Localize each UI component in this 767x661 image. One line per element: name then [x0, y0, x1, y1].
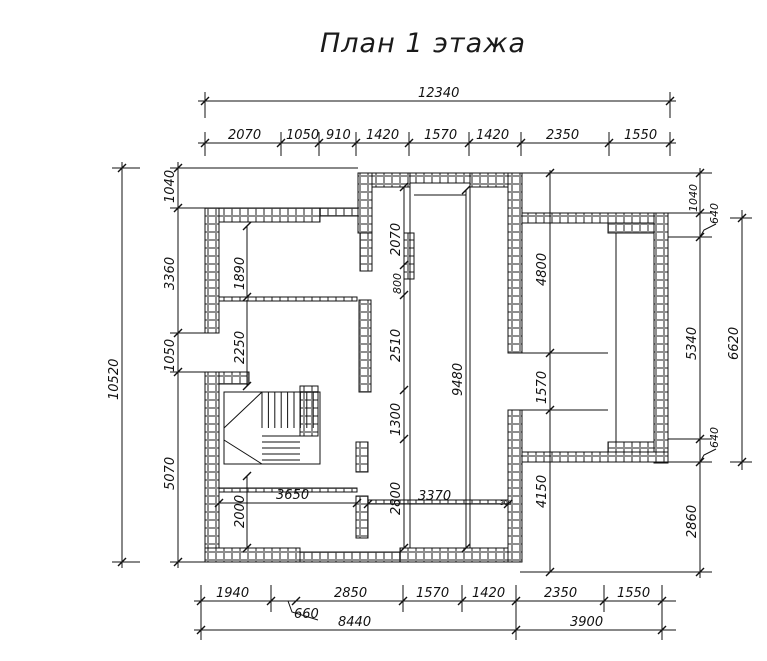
- dim-bottom-overall-2: 3900: [570, 615, 603, 630]
- dim-bottom-small: 660: [294, 607, 319, 622]
- dim-3650: 3650: [276, 488, 309, 503]
- dim-300: 300: [500, 500, 512, 507]
- dim-bottom-4: 1420: [472, 586, 505, 601]
- top-overall-dimension: 12340: [198, 86, 676, 118]
- dim-2510: 2510: [389, 329, 404, 362]
- dim-top-2: 1050: [286, 128, 319, 143]
- dim-bottom-1: 1940: [216, 586, 249, 601]
- dim-left-3: 1050: [163, 339, 178, 372]
- dim-top-1: 2070: [228, 128, 261, 143]
- interior-dimensions: 1890 2250 2000 3650 2070 800 2510 1300 2…: [214, 168, 555, 577]
- dim-top-6: 1420: [476, 128, 509, 143]
- dim-top-7: 2350: [546, 128, 579, 143]
- dim-bottom-2: 2850: [334, 586, 367, 601]
- dim-right-2: 640: [708, 203, 721, 224]
- left-chain-dimension: 1040 3360 1050 5070: [163, 162, 358, 568]
- right-chain-dimension: 1040 640 5340 640 2860: [520, 168, 721, 578]
- dim-2070: 2070: [389, 223, 404, 256]
- dim-left-overall: 10520: [107, 359, 122, 400]
- dim-9480: 9480: [451, 363, 466, 396]
- dim-4800: 4800: [535, 253, 550, 286]
- dim-2800: 2800: [389, 482, 404, 515]
- dim-top-overall: 12340: [418, 86, 459, 101]
- interior-lines: [409, 183, 617, 548]
- right-overall-dimension: 6620: [727, 210, 752, 470]
- dim-top-3: 910: [326, 128, 351, 143]
- dim-right-4: 640: [708, 427, 721, 448]
- dim-right-overall: 6620: [727, 327, 742, 360]
- dim-1570-int: 1570: [535, 371, 550, 404]
- dim-right-3: 5340: [685, 327, 700, 360]
- dim-top-8: 1550: [624, 128, 657, 143]
- dim-bottom-overall-1: 8440: [338, 615, 371, 630]
- dim-left-1: 1040: [163, 170, 178, 203]
- dim-left-4: 5070: [163, 457, 178, 490]
- bottom-overall-dimension: 8440 3900: [194, 612, 676, 640]
- staircase: [223, 391, 321, 465]
- dim-top-4: 1420: [366, 128, 399, 143]
- dim-2000: 2000: [233, 495, 248, 528]
- dim-4150: 4150: [535, 475, 550, 508]
- plan-title: План 1 этажа: [320, 28, 526, 59]
- dim-1300: 1300: [389, 403, 404, 436]
- dim-bottom-5: 2350: [544, 586, 577, 601]
- dim-top-5: 1570: [424, 128, 457, 143]
- dim-bottom-6: 1550: [617, 586, 650, 601]
- dim-right-1: 1040: [687, 184, 700, 212]
- dim-3370: 3370: [418, 489, 451, 504]
- bottom-chain-dimension: 1940 2850 1570 1420 2350 1550 660: [194, 585, 676, 640]
- top-chain-dimension: 2070 1050 910 1420 1570 1420 2350 1550: [198, 128, 676, 156]
- dim-bottom-3: 1570: [416, 586, 449, 601]
- dim-left-2: 3360: [163, 257, 178, 290]
- dim-2250: 2250: [233, 331, 248, 364]
- dim-right-5: 2860: [685, 505, 700, 538]
- left-overall-dimension: 10520: [107, 162, 140, 568]
- dim-800: 800: [391, 273, 404, 294]
- dim-1890: 1890: [233, 257, 248, 290]
